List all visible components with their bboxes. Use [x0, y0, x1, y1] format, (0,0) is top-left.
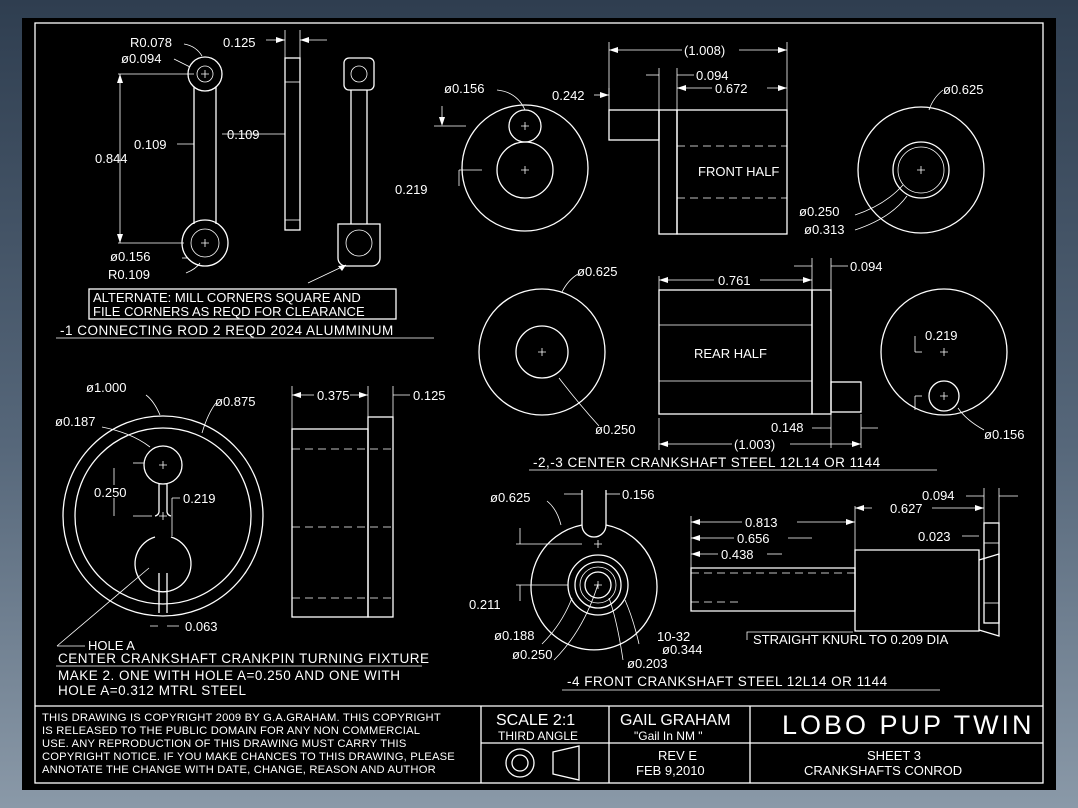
- drawing-sheet: R0.078 ø0.094 0.125 0.844 0.109 0.109 ø0…: [22, 18, 1056, 790]
- dim-fh-d-outer: ø0.625: [943, 82, 983, 97]
- revision: REV E: [658, 748, 697, 763]
- front-crank-dimensions: ø0.625 0.156 0.211 ø0.188 ø0.250 10-32 ø…: [469, 487, 955, 689]
- connecting-rod-views: [56, 30, 434, 339]
- dim-rh-body: 0.761: [718, 273, 751, 288]
- dim-conrod-d-small: ø0.094: [121, 51, 161, 66]
- front-half-dimensions: (1.008) 0.094 0.672 0.242 ø0.156 0.219 ø…: [395, 43, 983, 237]
- dim-fx-gap: 0.063: [185, 619, 218, 634]
- title-block-text: THIS DRAWING IS COPYRIGHT 2009 BY G.A.GR…: [42, 710, 1035, 778]
- dim-fc-l4: 0.627: [890, 501, 923, 516]
- dim-fx-width: 0.375: [317, 388, 350, 403]
- dim-fc-l3: 0.438: [721, 547, 754, 562]
- fixture-hole-label: HOLE A: [88, 638, 135, 653]
- fixture-views: [56, 386, 422, 667]
- dim-rh-d-bore: ø0.250: [595, 422, 635, 437]
- conrod-note-line1: ALTERNATE: MILL CORNERS SQUARE AND: [93, 290, 361, 305]
- title-block: [35, 705, 1043, 783]
- copyright-line-3: USE. ANY REPRODUCTION OF THIS DRAWING MU…: [42, 738, 407, 750]
- copyright-line-4: COPYRIGHT NOTICE. IF YOU MAKE CHANCES TO…: [42, 751, 455, 763]
- dim-fx-d-outer: ø1.000: [86, 380, 126, 395]
- dim-conrod-thickness: 0.125: [223, 35, 256, 50]
- dim-fc-l6: 0.023: [918, 529, 951, 544]
- dim-fc-thread: 10-32: [657, 629, 690, 644]
- rear-half-views: [478, 258, 1008, 471]
- fixture-dimensions: ø1.000 ø0.875 ø0.187 0.250 0.219 0.063 0…: [55, 380, 446, 698]
- front-half-label: FRONT HALF: [698, 164, 779, 179]
- dim-fc-slot: 0.156: [622, 487, 655, 502]
- dim-conrod-web2: 0.109: [227, 127, 260, 142]
- front-crank-knurl-note: STRAIGHT KNURL TO 0.209 DIA: [753, 632, 949, 647]
- author-name: GAIL GRAHAM: [620, 712, 731, 729]
- front-crank-title: -4 FRONT CRANKSHAFT STEEL 12L14 OR 1144: [567, 674, 888, 689]
- fixture-line2: MAKE 2. ONE WITH HOLE A=0.250 AND ONE WI…: [58, 668, 400, 683]
- conrod-note-line2: FILE CORNERS AS REQD FOR CLEARANCE: [93, 304, 365, 319]
- dim-fc-d3: ø0.344: [662, 642, 702, 657]
- copyright-line-1: THIS DRAWING IS COPYRIGHT 2009 BY G.A.GR…: [42, 712, 441, 724]
- dim-fh-d-bore2: ø0.313: [804, 222, 844, 237]
- drawing-canvas: R0.078 ø0.094 0.125 0.844 0.109 0.109 ø0…: [34, 22, 1044, 784]
- dim-conrod-d-big: ø0.156: [110, 249, 150, 264]
- dim-fc-d4: ø0.203: [627, 656, 667, 671]
- dim-fh-body: 0.672: [715, 81, 748, 96]
- dim-rh-offset: 0.219: [925, 328, 958, 343]
- copyright-line-5: ANNOTATE THE CHANGE WITH DATE, CHANGE, R…: [42, 764, 436, 776]
- projection-label: THIRD ANGLE: [498, 729, 578, 743]
- dim-fc-l2: 0.656: [737, 531, 770, 546]
- fixture-title: CENTER CRANKSHAFT CRANKPIN TURNING FIXTU…: [58, 651, 430, 666]
- front-crank-views: [516, 488, 1018, 691]
- dim-fx-slot: 0.219: [183, 491, 216, 506]
- revision-date: FEB 9,2010: [636, 763, 705, 778]
- dim-fx-d-hole: ø0.187: [55, 414, 95, 429]
- dim-fc-l1: 0.813: [745, 515, 778, 530]
- dim-fc-d-outer: ø0.625: [490, 490, 530, 505]
- sheet-description: CRANKSHAFTS CONROD: [804, 763, 962, 778]
- dim-fx-d-mid: ø0.875: [215, 394, 255, 409]
- dim-fh-flange: 0.094: [696, 68, 729, 83]
- author-nickname: "Gail In NM ": [634, 729, 703, 743]
- fixture-line3: HOLE A=0.312 MTRL STEEL: [58, 683, 246, 698]
- dim-conrod-web: 0.109: [134, 137, 167, 152]
- dim-fh-offset: 0.219: [395, 182, 428, 197]
- connecting-rod-dimensions: R0.078 ø0.094 0.125 0.844 0.109 0.109 ø0…: [60, 35, 394, 338]
- dim-fh-d-pin: ø0.156: [444, 81, 484, 96]
- rear-half-dimensions: ø0.625 0.761 0.094 ø0.250 0.148 (1.003) …: [533, 259, 1024, 470]
- dim-fx-offset: 0.250: [94, 485, 127, 500]
- dim-fc-offset: 0.211: [469, 597, 501, 612]
- dim-conrod-r-small: R0.078: [130, 35, 172, 50]
- rear-half-label: REAR HALF: [694, 346, 767, 361]
- dim-conrod-length: 0.844: [95, 151, 128, 166]
- dim-fc-d1: ø0.188: [494, 628, 534, 643]
- dim-fx-flange: 0.125: [413, 388, 446, 403]
- dim-fh-d-bore: ø0.250: [799, 204, 839, 219]
- dim-fc-d2: ø0.250: [512, 647, 552, 662]
- dim-fh-overall: (1.008): [684, 43, 725, 58]
- project-title: LOBO PUP TWIN: [782, 710, 1035, 740]
- drawing-border: [34, 22, 1044, 784]
- scale-label: SCALE 2:1: [496, 712, 575, 729]
- conrod-title: -1 CONNECTING ROD 2 REQD 2024 ALUMMINUM: [60, 323, 394, 338]
- copyright-line-2: IS RELEASED TO THE PUBLIC DOMAIN FOR ANY…: [42, 725, 420, 737]
- dim-rh-d-outer: ø0.625: [577, 264, 617, 279]
- dim-rh-overall: (1.003): [734, 437, 775, 452]
- dim-fc-l5: 0.094: [922, 488, 955, 503]
- dim-conrod-r-big: R0.109: [108, 267, 150, 282]
- dim-rh-d-pin: ø0.156: [984, 427, 1024, 442]
- dim-fh-pin: 0.242: [552, 88, 585, 103]
- sheet-number: SHEET 3: [867, 748, 921, 763]
- front-half-views: [434, 42, 985, 235]
- dim-rh-boss: 0.148: [771, 420, 804, 435]
- rear-half-title: -2,-3 CENTER CRANKSHAFT STEEL 12L14 OR 1…: [533, 455, 881, 470]
- dim-rh-flange: 0.094: [850, 259, 883, 274]
